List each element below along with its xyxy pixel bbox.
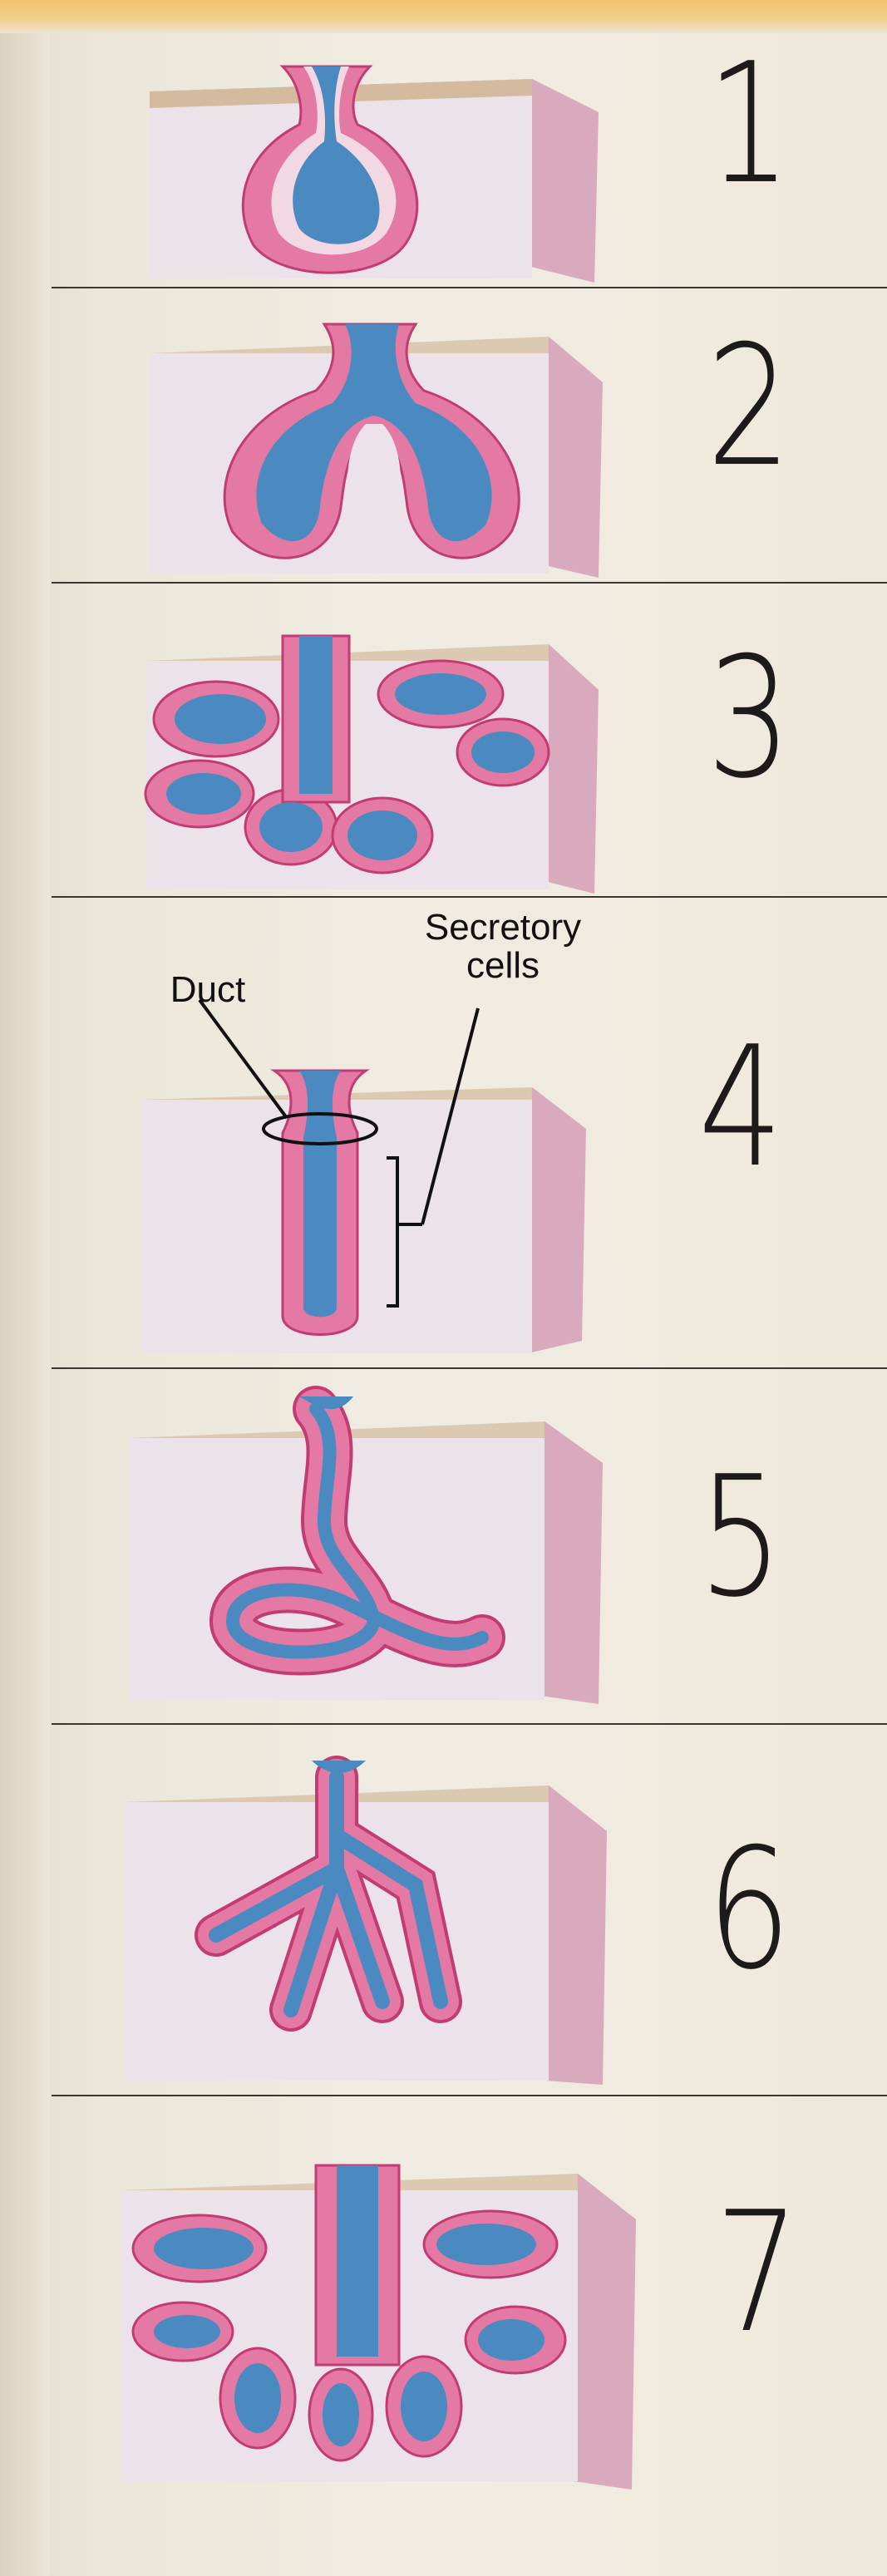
gland-panel-4: Duct Secretory cells 4	[50, 900, 887, 1366]
panel-number: 1	[707, 27, 791, 221]
panel-divider	[52, 582, 887, 584]
secretory-cells-label-line-2: cells	[466, 945, 540, 987]
panel-divider	[52, 1723, 887, 1725]
branched-alveolar-gland-illustration	[150, 323, 603, 578]
panel-number: 2	[707, 310, 791, 504]
panel-divider	[52, 287, 887, 288]
secretory-cells-label: Secretory cells	[382, 907, 623, 987]
panel-number: 3	[707, 622, 791, 815]
gland-panel-1: 1	[50, 33, 887, 283]
panel-number: 7	[715, 2176, 800, 2370]
page-margin	[0, 0, 50, 2576]
panel-divider	[52, 896, 887, 898]
secretory-cells-label-line-1: Secretory	[424, 907, 582, 948]
duct-label: Duct	[170, 969, 246, 1010]
gland-panel-6: 6	[50, 1727, 887, 2093]
gland-panel-3: 3	[50, 586, 887, 894]
coiled-tubular-gland-illustration	[129, 1386, 603, 1704]
panel-number: 4	[698, 1011, 783, 1204]
simple-alveolar-gland-illustration	[150, 65, 599, 283]
panel-number: 6	[707, 1813, 791, 2007]
gland-panel-5: 5	[50, 1372, 887, 1721]
compound-tubuloalveolar-gland-illustration	[121, 2164, 636, 2490]
gland-panel-7: 7	[50, 2099, 887, 2576]
simple-tubular-gland-illustration	[141, 998, 586, 1353]
branched-tubular-gland-illustration	[125, 1756, 607, 2085]
panel-divider	[52, 2095, 887, 2096]
panel-divider	[52, 1367, 887, 1369]
panel-number: 5	[698, 1441, 783, 1634]
page-top-band	[0, 0, 887, 33]
gland-panel-2: 2	[50, 291, 887, 578]
compound-alveolar-gland-illustration	[144, 634, 599, 894]
